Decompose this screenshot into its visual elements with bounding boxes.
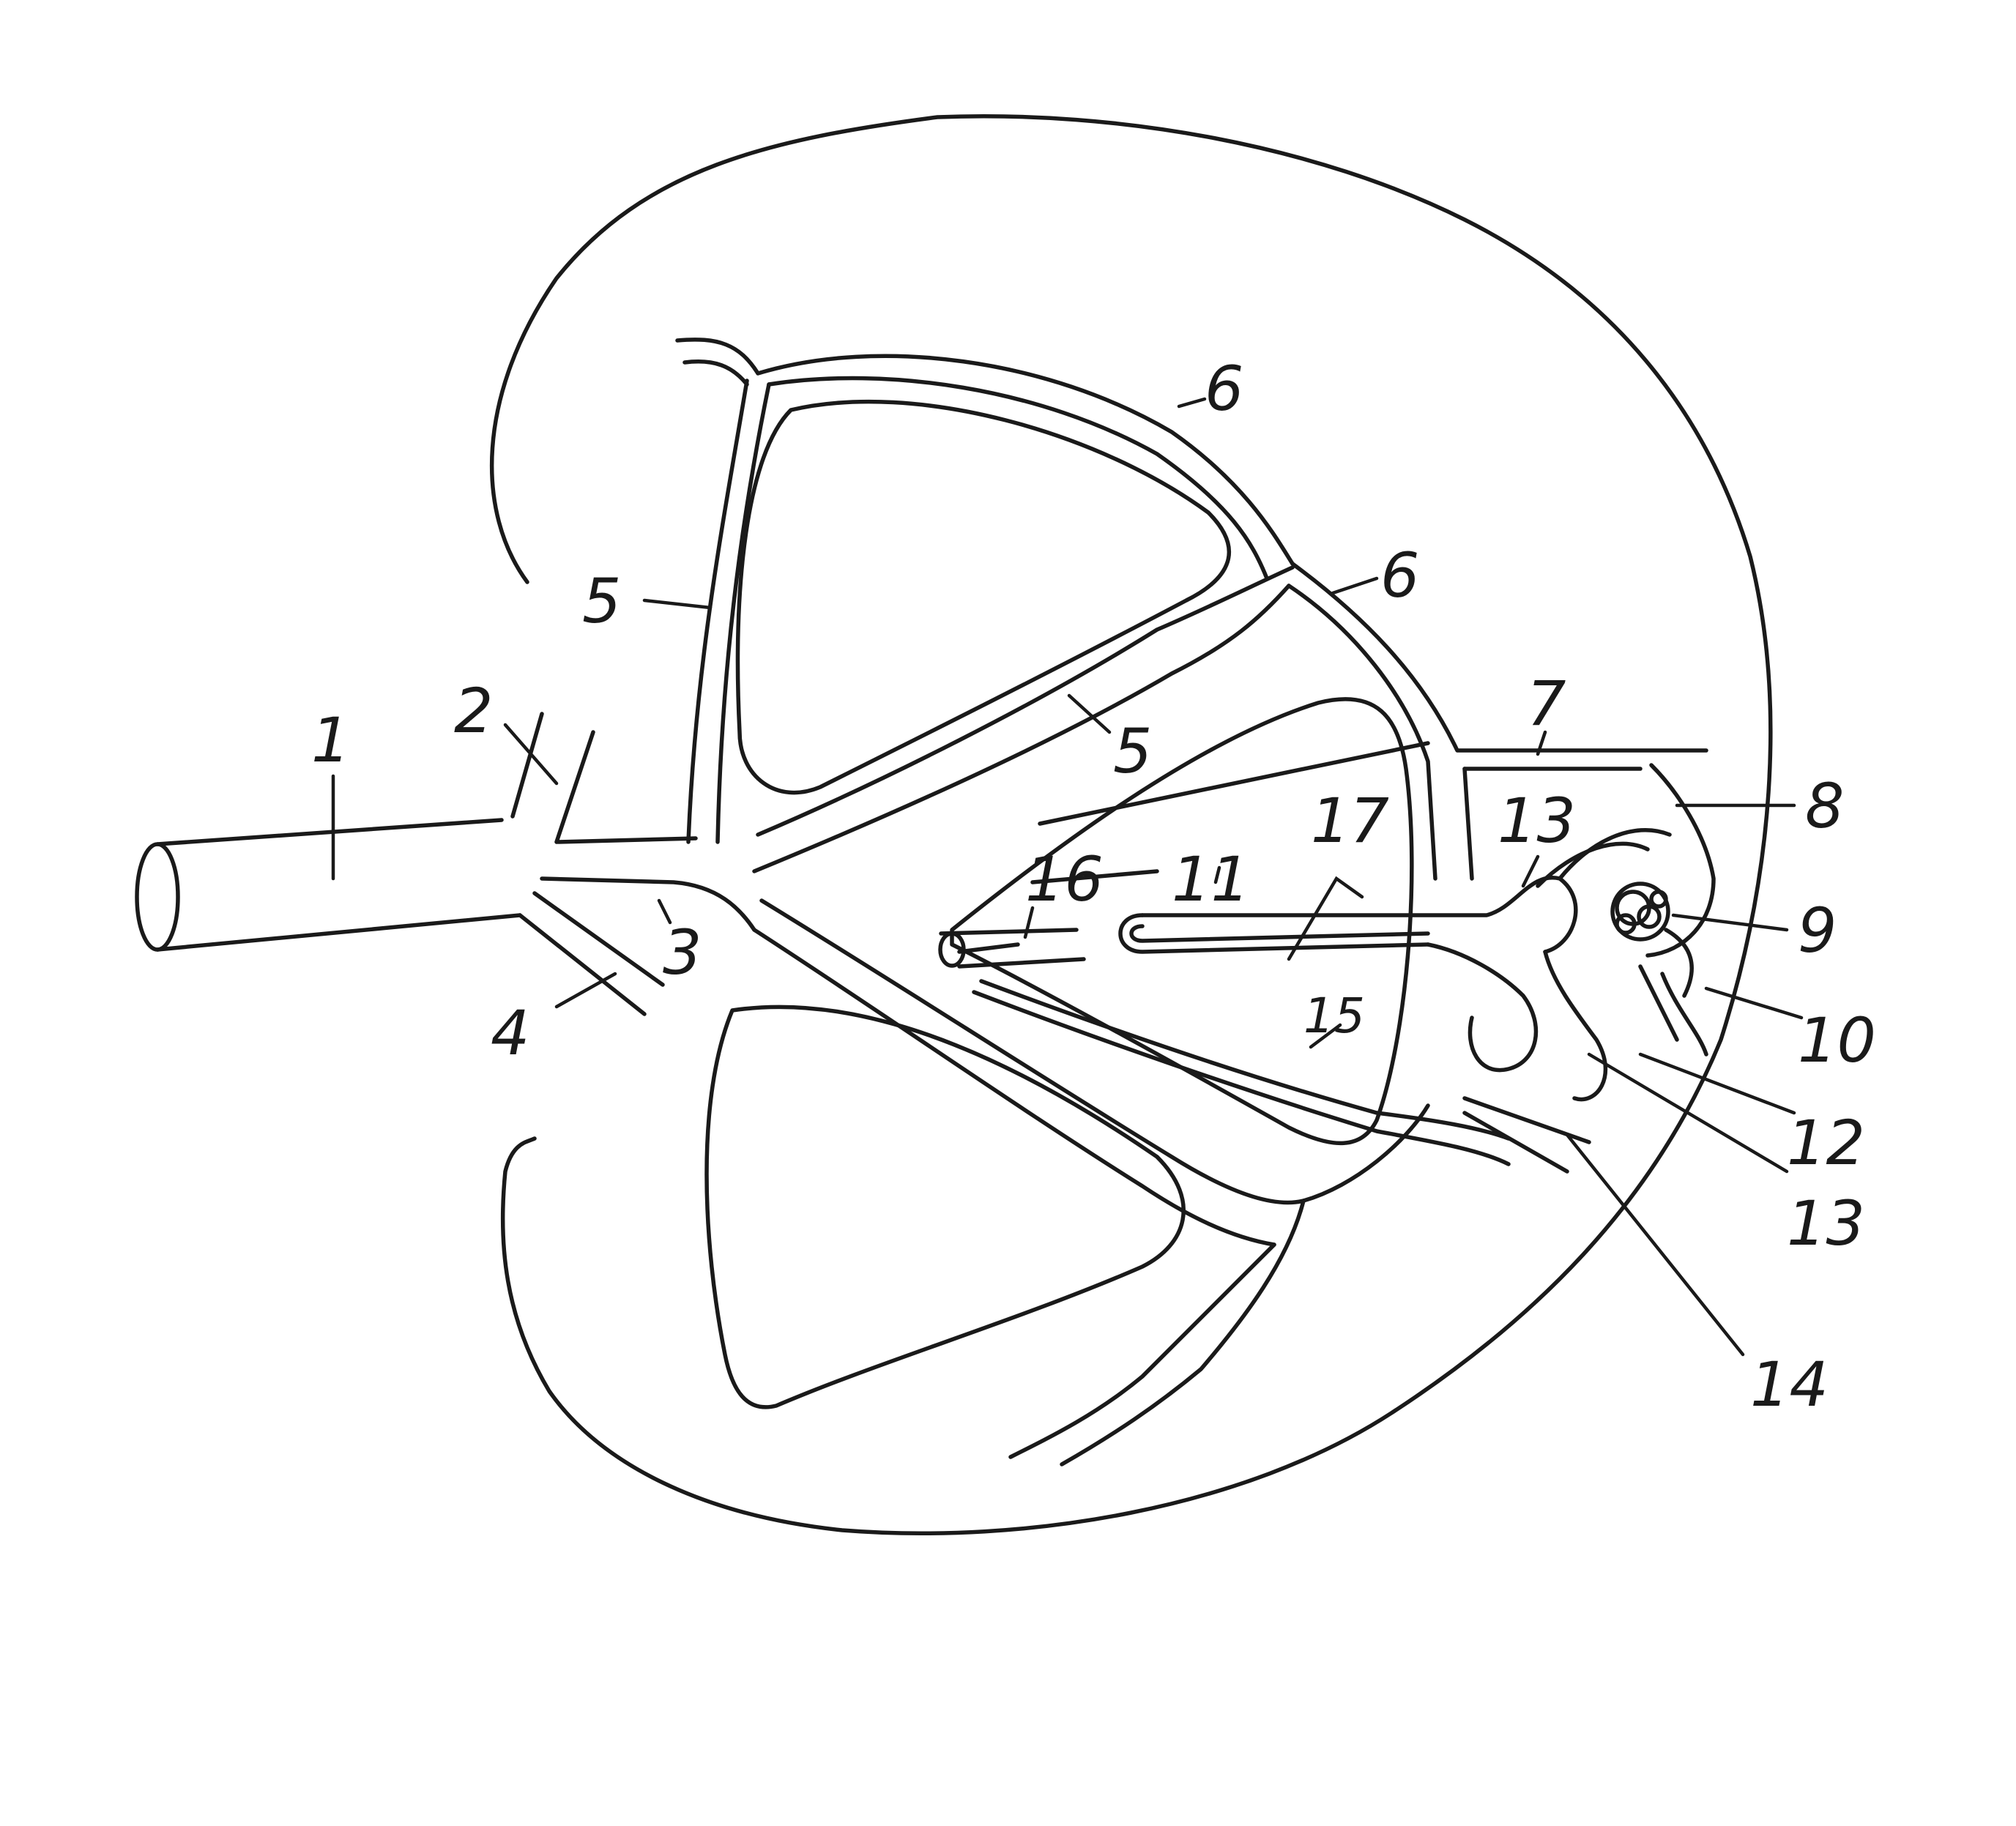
label-13-upper: 13: [1498, 785, 1576, 857]
glomerulus: [1610, 763, 1716, 1057]
label-5-middle: 5: [1113, 715, 1152, 787]
label-14: 14: [1750, 1349, 1829, 1420]
leader-lines: [331, 397, 1804, 1357]
upper-pyramid: [735, 399, 1231, 795]
label-7: 7: [1527, 668, 1566, 739]
hilar-branches: [510, 712, 756, 1016]
kidney-outline: [489, 114, 1773, 1536]
renal-artery: [135, 818, 522, 952]
number-labels: 1 2 3 4 5 5 6 6 7 8 9 10 11 12 13 13 14 …: [311, 353, 1876, 1420]
label-6-middle: 6: [1380, 540, 1419, 611]
label-13-lower: 13: [1787, 1188, 1865, 1259]
label-5-upper: 5: [582, 565, 621, 637]
label-3: 3: [663, 917, 702, 988]
label-1: 1: [311, 704, 350, 776]
lower-interlobar-arteries: [752, 898, 1430, 1467]
label-17: 17: [1311, 785, 1389, 857]
lower-pyramid: [704, 1005, 1186, 1409]
label-16: 16: [1025, 843, 1104, 915]
label-15: 15: [1303, 988, 1365, 1044]
label-8: 8: [1805, 770, 1844, 842]
label-2: 2: [454, 675, 493, 747]
interlobar-arcuate-arteries: [675, 338, 1708, 881]
label-12: 12: [1787, 1107, 1865, 1179]
label-11: 11: [1172, 843, 1250, 915]
label-6-upper: 6: [1205, 353, 1243, 425]
label-9: 9: [1798, 895, 1837, 966]
label-10: 10: [1798, 1005, 1876, 1076]
label-4: 4: [491, 997, 529, 1069]
nephron: [938, 741, 1672, 1174]
